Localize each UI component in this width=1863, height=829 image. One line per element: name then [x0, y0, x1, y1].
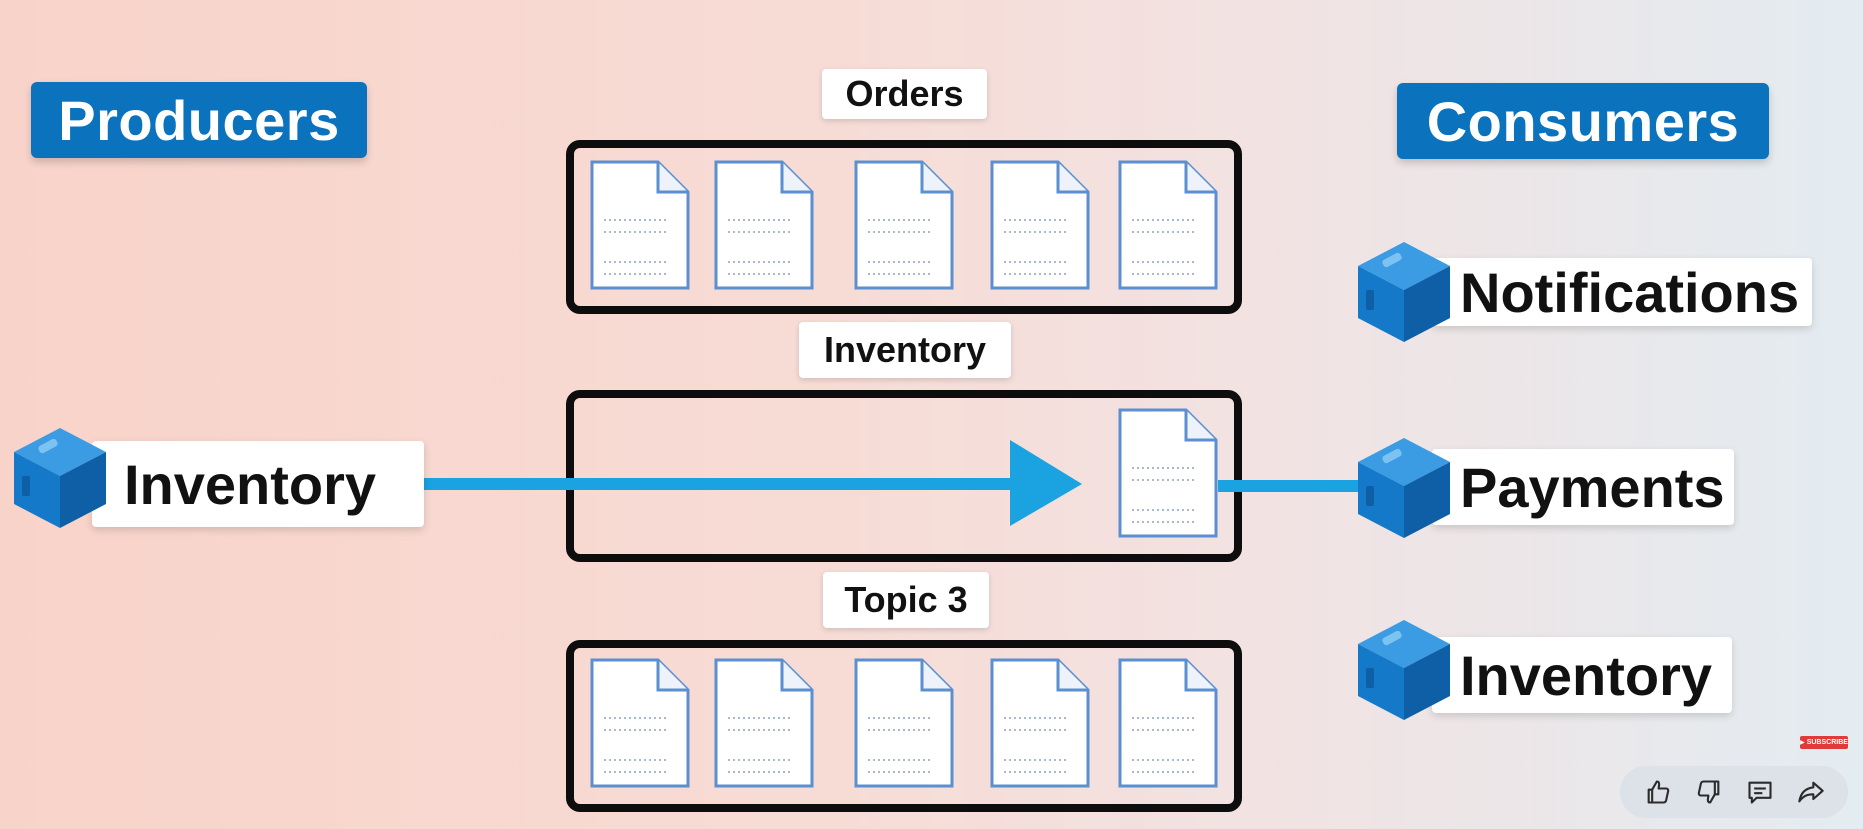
consumer-label: Payments	[1460, 455, 1725, 519]
arrow-head-icon	[1010, 440, 1082, 526]
topic-to-consumer-line	[1218, 480, 1382, 492]
thumbs-up-icon	[1647, 780, 1669, 804]
subscribe-button[interactable]: ▶ SUBSCRIBE	[1800, 736, 1848, 749]
dislike-button[interactable]	[1689, 772, 1729, 812]
cube-icon	[1356, 240, 1452, 344]
consumer-card-notifications: Notifications	[1432, 258, 1812, 326]
topic-label-inventory: Inventory	[799, 322, 1011, 378]
cube-icon	[1356, 436, 1452, 540]
video-action-toolbar	[1620, 766, 1848, 818]
thumbs-down-icon	[1697, 780, 1719, 804]
producer-to-topic-arrow-line	[424, 478, 1024, 490]
consumer-label: Inventory	[1460, 643, 1713, 707]
producer-card-inventory: Inventory	[92, 441, 424, 527]
subscribe-label: SUBSCRIBE	[1806, 739, 1848, 746]
producer-label: Inventory	[124, 452, 377, 516]
consumer-label: Notifications	[1460, 260, 1800, 324]
producers-header: Producers	[31, 82, 367, 158]
topic-label-topic-3: Topic 3	[823, 572, 989, 628]
topic-box-orders	[566, 140, 1242, 314]
comment-icon	[1747, 781, 1772, 804]
cube-icon	[1356, 618, 1452, 722]
share-icon	[1797, 781, 1824, 803]
document-icon	[1118, 408, 1218, 538]
topic-box-inventory	[566, 390, 1242, 562]
play-icon: ▶	[1800, 740, 1805, 746]
consumer-card-payments: Payments	[1432, 449, 1734, 525]
consumers-header: Consumers	[1397, 83, 1769, 159]
topic-box-topic-3	[566, 640, 1242, 812]
consumer-card-inventory: Inventory	[1432, 637, 1732, 713]
share-button[interactable]	[1791, 772, 1831, 812]
comment-button[interactable]	[1740, 772, 1780, 812]
topic-label-orders: Orders	[822, 69, 987, 119]
like-button[interactable]	[1638, 772, 1678, 812]
cube-icon	[12, 426, 108, 530]
